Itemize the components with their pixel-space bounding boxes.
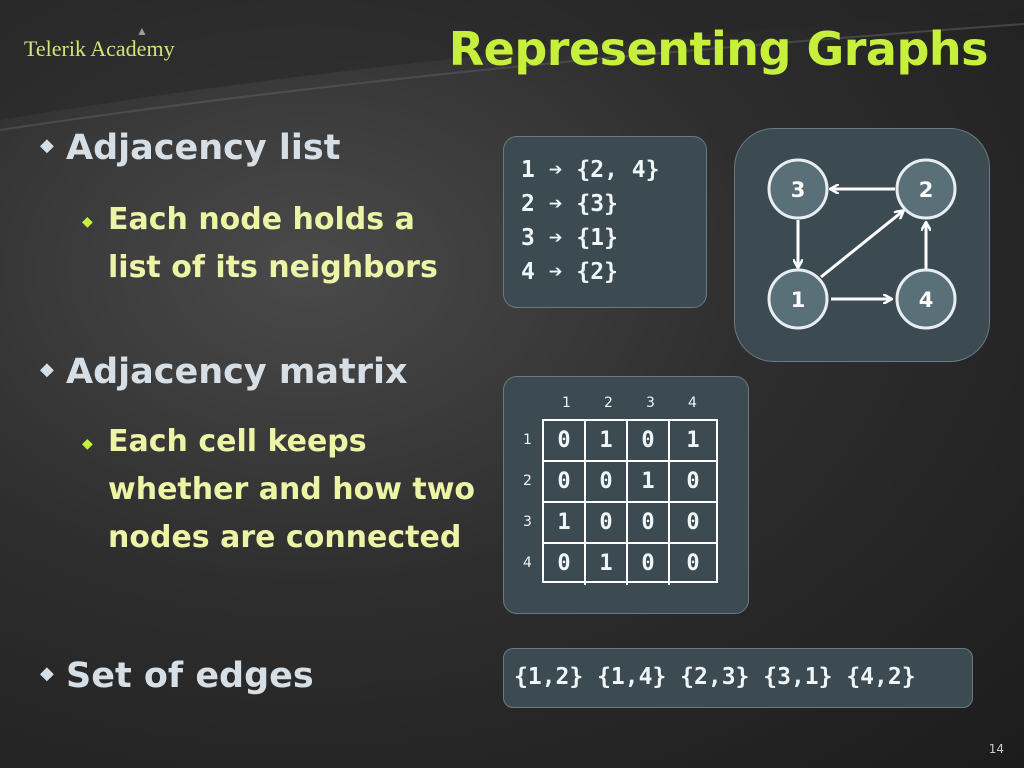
- matrix-cell: 1: [670, 421, 716, 462]
- matrix-col-header: 3: [646, 395, 655, 411]
- bullet-label: Adjacency matrix: [66, 352, 408, 392]
- telerik-academy-logo: Telerik Academy ▲: [24, 24, 175, 62]
- matrix-grid: 0 1 0 1 0 0 1 0 1 0 0 0 0 1 0 0: [542, 419, 718, 585]
- matrix-row-header: 1: [523, 432, 532, 448]
- edge-set-panel: {1,2} {1,4} {2,3} {3,1} {4,2}: [503, 648, 973, 708]
- adjacency-list-row: 3 ➔ {1}: [521, 225, 618, 251]
- bullet-adjacency-matrix: ◆ Adjacency matrix: [40, 352, 408, 392]
- graduation-cap-icon: ▲: [136, 24, 148, 38]
- graph-node: 3: [767, 158, 829, 220]
- matrix-cell: 1: [586, 544, 628, 585]
- diamond-bullet-icon: ◆: [82, 436, 93, 452]
- matrix-cell: 0: [628, 503, 670, 544]
- adjacency-list-row: 4 ➔ {2}: [521, 259, 618, 285]
- graph-node-label: 1: [791, 288, 806, 312]
- matrix-col-header: 1: [562, 395, 571, 411]
- sub-bullet-line: whether and how two: [108, 472, 476, 507]
- matrix-cell: 0: [586, 462, 628, 503]
- sub-bullet-line: Each node holds a: [108, 202, 415, 237]
- adjacency-list-panel: 1 ➔ {2, 4} 2 ➔ {3} 3 ➔ {1} 4 ➔ {2}: [503, 136, 707, 308]
- graph-node: 1: [767, 268, 829, 330]
- slide-title: Representing Graphs: [448, 22, 989, 76]
- matrix-cell: 0: [544, 544, 586, 585]
- diamond-bullet-icon: ◆: [40, 134, 54, 156]
- sub-bullet-line: Each cell keeps: [108, 424, 367, 459]
- graph-node: 2: [895, 158, 957, 220]
- bullet-set-of-edges: ◆ Set of edges: [40, 656, 314, 696]
- matrix-col-header: 2: [604, 395, 613, 411]
- matrix-cell: 1: [628, 462, 670, 503]
- matrix-cell: 0: [544, 421, 586, 462]
- graph-node: 4: [895, 268, 957, 330]
- logo-text: Telerik Academy: [24, 36, 175, 61]
- edge-1-2: [820, 211, 903, 279]
- diamond-bullet-icon: ◆: [40, 662, 54, 684]
- matrix-row-header: 4: [523, 555, 532, 571]
- matrix-cell: 0: [670, 462, 716, 503]
- graph-node-label: 4: [919, 288, 934, 312]
- diamond-bullet-icon: ◆: [40, 358, 54, 380]
- matrix-cell: 0: [628, 544, 670, 585]
- adjacency-list-row: 1 ➔ {2, 4}: [521, 157, 660, 183]
- matrix-cell: 0: [628, 421, 670, 462]
- graph-node-label: 2: [919, 178, 934, 202]
- matrix-cell: 1: [544, 503, 586, 544]
- page-number: 14: [988, 742, 1004, 756]
- adjacency-list-row: 2 ➔ {3}: [521, 191, 618, 217]
- sub-bullet-line: nodes are connected: [108, 520, 462, 555]
- adjacency-matrix-panel: 1 2 3 4 1 2 3 4 0 1 0 1 0 0 1 0 1 0 0 0 …: [503, 376, 749, 614]
- matrix-cell: 0: [586, 503, 628, 544]
- matrix-cell: 0: [670, 503, 716, 544]
- matrix-row-header: 2: [523, 473, 532, 489]
- matrix-cell: 0: [686, 551, 700, 576]
- bullet-label: Set of edges: [66, 656, 314, 696]
- sub-bullet-line: list of its neighbors: [108, 250, 438, 285]
- graph-diagram: 3 2 1 4: [767, 158, 957, 330]
- matrix-cell: 0: [544, 462, 586, 503]
- matrix-col-header: 4: [688, 395, 697, 411]
- bullet-adjacency-list: ◆ Adjacency list: [40, 128, 340, 168]
- diamond-bullet-icon: ◆: [82, 214, 93, 230]
- graph-diagram-panel: 3 2 1 4: [734, 128, 990, 362]
- edge-set-text: {1,2} {1,4} {2,3} {3,1} {4,2}: [514, 664, 916, 690]
- graph-node-label: 3: [791, 178, 806, 202]
- matrix-cell: 1: [586, 421, 628, 462]
- matrix-row-header: 3: [523, 514, 532, 530]
- bullet-label: Adjacency list: [66, 128, 341, 168]
